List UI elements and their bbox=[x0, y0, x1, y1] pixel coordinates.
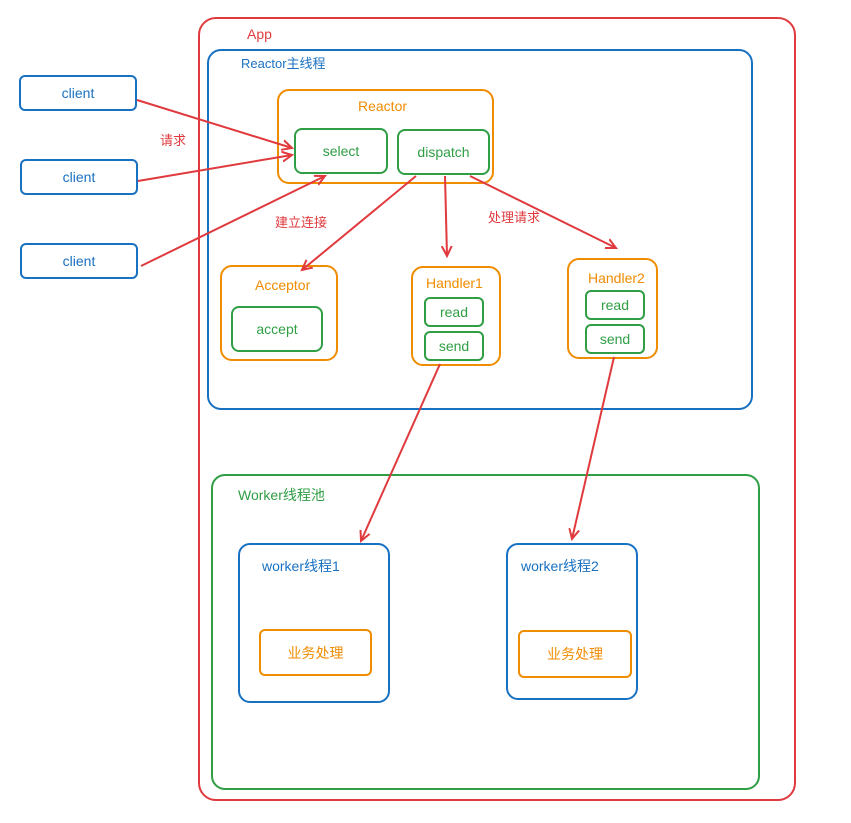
worker2-label: worker线程2 bbox=[521, 558, 599, 574]
worker1-task-box[interactable]: 业务处理 bbox=[259, 629, 372, 676]
worker2-task-box[interactable]: 业务处理 bbox=[518, 630, 632, 678]
reactor-thread-label: Reactor主线程 bbox=[241, 56, 326, 71]
reactor-label: Reactor bbox=[358, 98, 408, 114]
dispatch-box[interactable]: dispatch bbox=[397, 129, 490, 175]
client-box-2[interactable]: client bbox=[20, 159, 138, 195]
handler1-read-box[interactable]: read bbox=[424, 297, 484, 327]
app-label: App bbox=[247, 26, 272, 42]
handler1-box bbox=[411, 266, 501, 366]
handler2-send-box[interactable]: send bbox=[585, 324, 645, 354]
client-box-3[interactable]: client bbox=[20, 243, 138, 279]
worker1-box bbox=[238, 543, 390, 703]
edge-label-connect: 建立连接 bbox=[275, 215, 328, 230]
app-container bbox=[198, 17, 796, 801]
handler2-label: Handler2 bbox=[588, 270, 645, 286]
worker1-label: worker线程1 bbox=[262, 558, 340, 574]
handler1-send-box[interactable]: send bbox=[424, 331, 484, 361]
handler1-label: Handler1 bbox=[426, 275, 483, 291]
accept-box[interactable]: accept bbox=[231, 306, 323, 352]
client-box-1[interactable]: client bbox=[19, 75, 137, 111]
edge-label-request: 请求 bbox=[160, 133, 187, 148]
edge-label-handle-request: 处理请求 bbox=[488, 210, 541, 225]
acceptor-label: Acceptor bbox=[255, 277, 311, 293]
worker2-box bbox=[506, 543, 638, 700]
handler2-read-box[interactable]: read bbox=[585, 290, 645, 320]
worker-pool-label: Worker线程池 bbox=[238, 487, 325, 503]
worker-pool-container bbox=[211, 474, 760, 790]
select-box[interactable]: select bbox=[294, 128, 388, 174]
